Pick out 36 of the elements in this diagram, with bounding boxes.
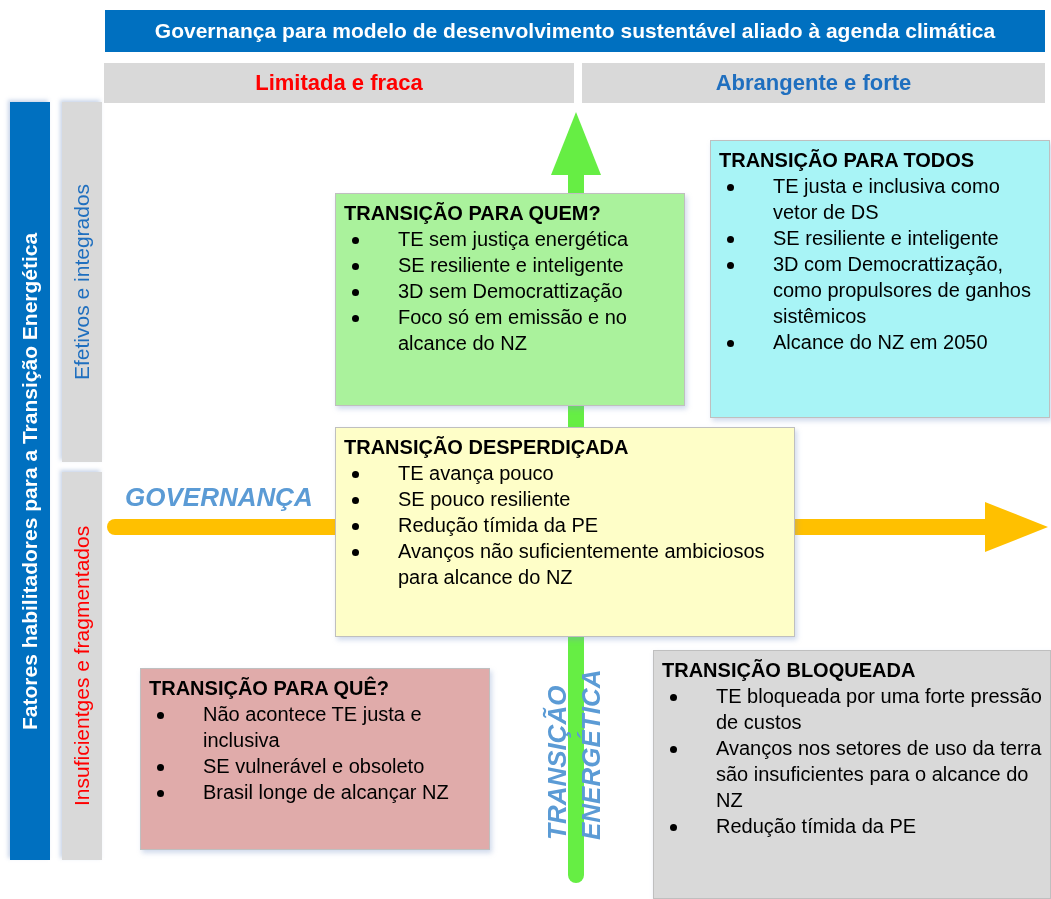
bullet-text: 3D sem Democrattização bbox=[398, 279, 624, 304]
scenario-card bbox=[335, 427, 795, 637]
row-header: Insuficientges e fragmentados bbox=[62, 472, 102, 860]
bullet-text: Não acontece TE justa e inclusiva bbox=[203, 702, 423, 753]
bullet-text: Brasil longe de alcançar NZ bbox=[203, 780, 450, 805]
bullet-text: 3D com Democrattização, como propulsores de ganhos sistêmicos bbox=[773, 252, 1032, 329]
bullet-text: SE vulnerável e obsoleto bbox=[203, 754, 426, 779]
bullet-text: SE pouco resiliente bbox=[398, 487, 572, 512]
bullet-text: Avanços não suficientemente ambiciosos para alcance do NZ bbox=[398, 539, 766, 590]
scenario-title: TRANSIÇÃO PARA QUÊ? bbox=[149, 675, 390, 701]
bullet-text: TE sem justiça energética bbox=[398, 227, 630, 252]
column-header: Abrangente e forte bbox=[582, 63, 1045, 103]
scenario-title: TRANSIÇÃO PARA QUEM? bbox=[344, 201, 602, 226]
bullet-text: Foco só em emissão e no alcance do NZ bbox=[398, 305, 628, 356]
axis-label: TRANSIÇÃO ENERGÉTICA bbox=[541, 668, 607, 840]
scenario-title: TRANSIÇÃO PARA TODOS bbox=[719, 148, 976, 173]
axis-label: GOVERNANÇA bbox=[125, 482, 313, 513]
scenario-title: TRANSIÇÃO DESPERDIÇADA bbox=[344, 435, 630, 460]
title-banner: Governança para modelo de desenvolvimento sustentável aliado à agenda climática bbox=[105, 10, 1045, 52]
row-header: Efetivos e integrados bbox=[62, 102, 102, 462]
scenario-card bbox=[710, 140, 1050, 418]
scenario-title: TRANSIÇÃO BLOQUEADA bbox=[662, 658, 917, 683]
scenario-card bbox=[653, 650, 1051, 899]
bullet-text: Alcance do NZ em 2050 bbox=[773, 330, 989, 355]
column-header: Limitada e fraca bbox=[104, 63, 574, 103]
row-axis-banner: Fatores habilitadores para a Transição Energética bbox=[10, 102, 50, 860]
bullet-text: Redução tímida da PE bbox=[716, 814, 918, 839]
bullet-text: TE bloqueada por uma forte pressão de custos bbox=[716, 684, 1042, 735]
scenario-card bbox=[140, 668, 490, 850]
bullet-text: SE resiliente e inteligente bbox=[398, 253, 625, 278]
bullet-text: Avanços nos setores de uso da terra são insuficientes para o alcance do NZ bbox=[716, 736, 1042, 813]
bullet-text: Redução tímida da PE bbox=[398, 513, 600, 538]
bullet-text: TE justa e inclusiva como vetor de DS bbox=[773, 174, 1001, 225]
bullet-text: TE avança pouco bbox=[398, 461, 555, 486]
bullet-text: SE resiliente e inteligente bbox=[773, 226, 1000, 251]
scenario-card bbox=[335, 193, 685, 406]
